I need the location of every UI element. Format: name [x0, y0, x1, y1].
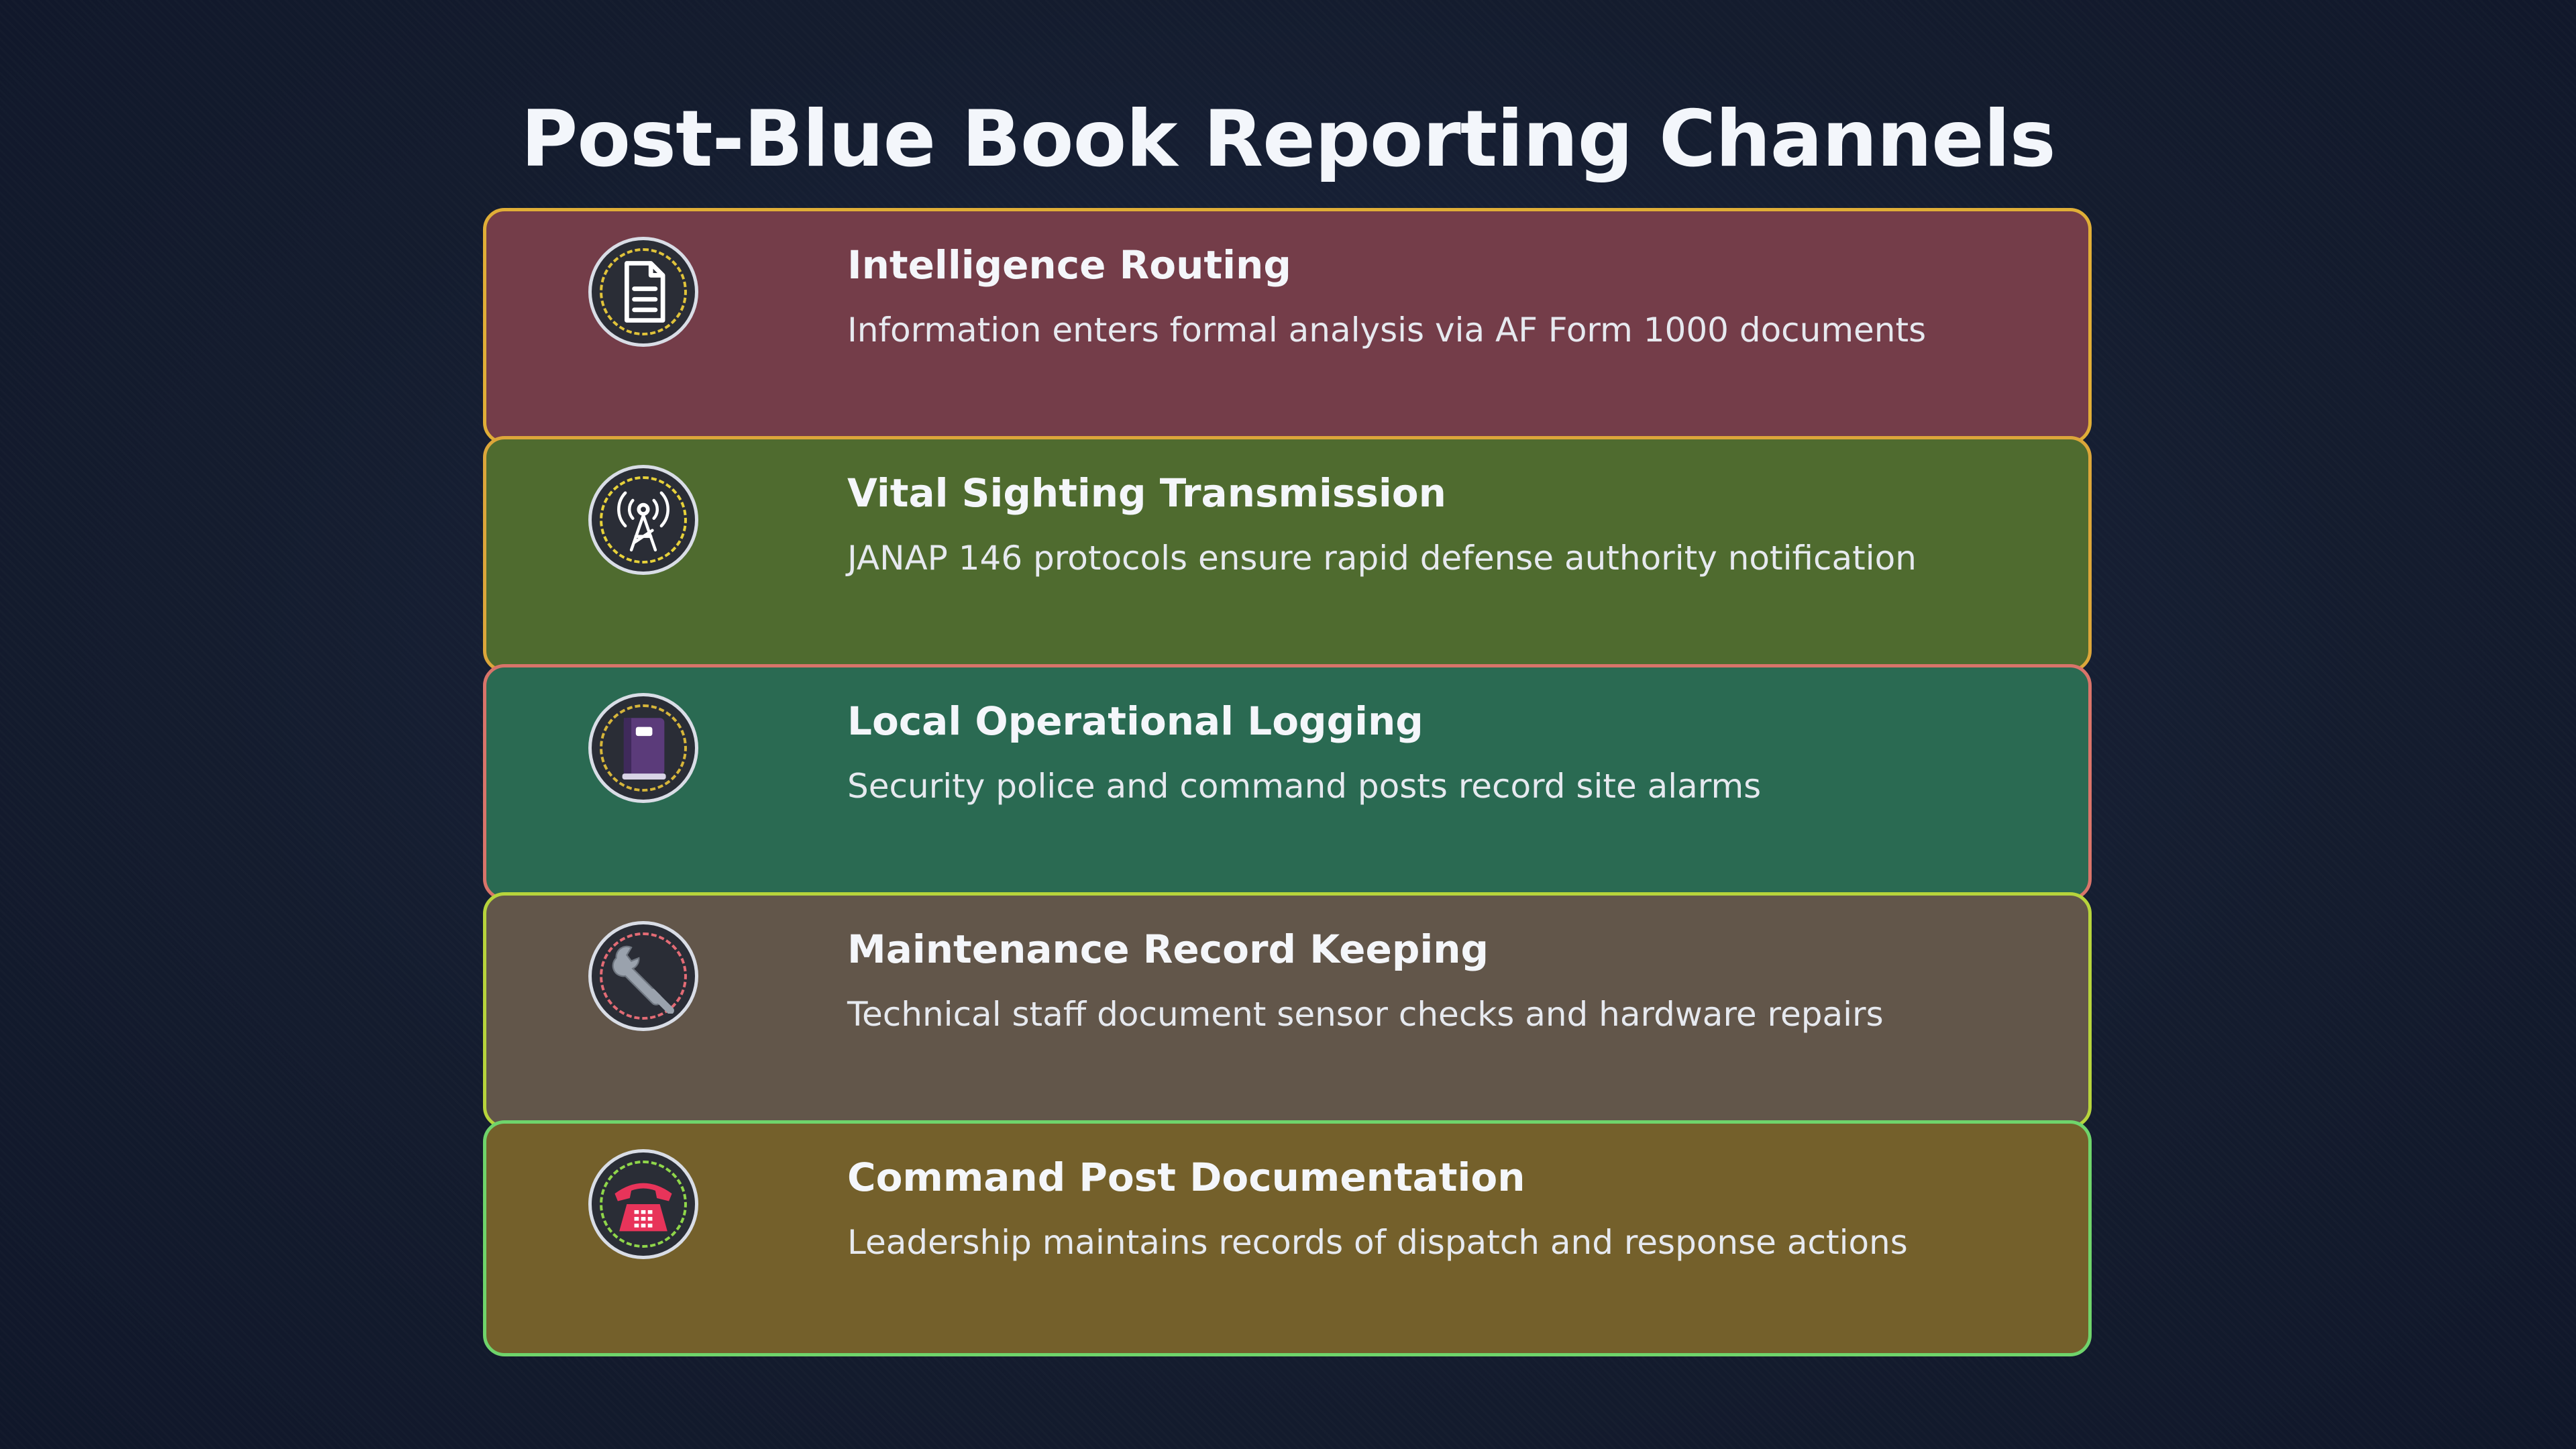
channel-description: Leadership maintains records of dispatch… — [847, 1223, 1908, 1262]
channel-panel-command-post-documentation: Command Post Documentation Leadership ma… — [483, 1120, 2092, 1356]
icon-dashed-ring — [600, 476, 687, 564]
icon-dashed-ring — [600, 704, 687, 792]
telephone-icon — [614, 1183, 672, 1232]
channel-heading: Vital Sighting Transmission — [847, 470, 1446, 516]
antenna-tower-icon — [617, 491, 669, 552]
document-icon — [625, 261, 665, 323]
channel-panel-maintenance-record-keeping: Maintenance Record Keeping Technical sta… — [483, 892, 2092, 1128]
channel-description: Technical staff document sensor checks a… — [847, 995, 1884, 1034]
channel-icon-badge — [588, 921, 698, 1031]
channel-description: Information enters formal analysis via A… — [847, 311, 1927, 350]
icon-dashed-ring — [600, 248, 687, 335]
channel-description: JANAP 146 protocols ensure rapid defense… — [847, 539, 1917, 578]
page-title: Post-Blue Book Reporting Channels — [521, 94, 2055, 184]
channel-description: Security police and command posts record… — [847, 767, 1762, 806]
channel-icon-badge — [588, 237, 698, 347]
icon-dashed-ring — [600, 1161, 687, 1248]
channel-panel-local-operational-logging: Local Operational Logging Security polic… — [483, 664, 2092, 900]
channel-icon-badge — [588, 693, 698, 803]
channel-icon-badge — [588, 465, 698, 575]
logbook-icon — [622, 718, 666, 780]
icon-dashed-ring — [600, 932, 687, 1020]
channel-heading: Intelligence Routing — [847, 242, 1291, 288]
channel-heading: Command Post Documentation — [847, 1155, 1525, 1200]
wrench-icon — [612, 945, 674, 1014]
channel-heading: Local Operational Logging — [847, 698, 1424, 744]
channel-panel-intelligence-routing: Intelligence Routing Information enters … — [483, 208, 2092, 444]
channel-heading: Maintenance Record Keeping — [847, 926, 1489, 972]
channel-panel-vital-sighting-transmission: Vital Sighting Transmission JANAP 146 pr… — [483, 436, 2092, 672]
channel-icon-badge — [588, 1149, 698, 1259]
